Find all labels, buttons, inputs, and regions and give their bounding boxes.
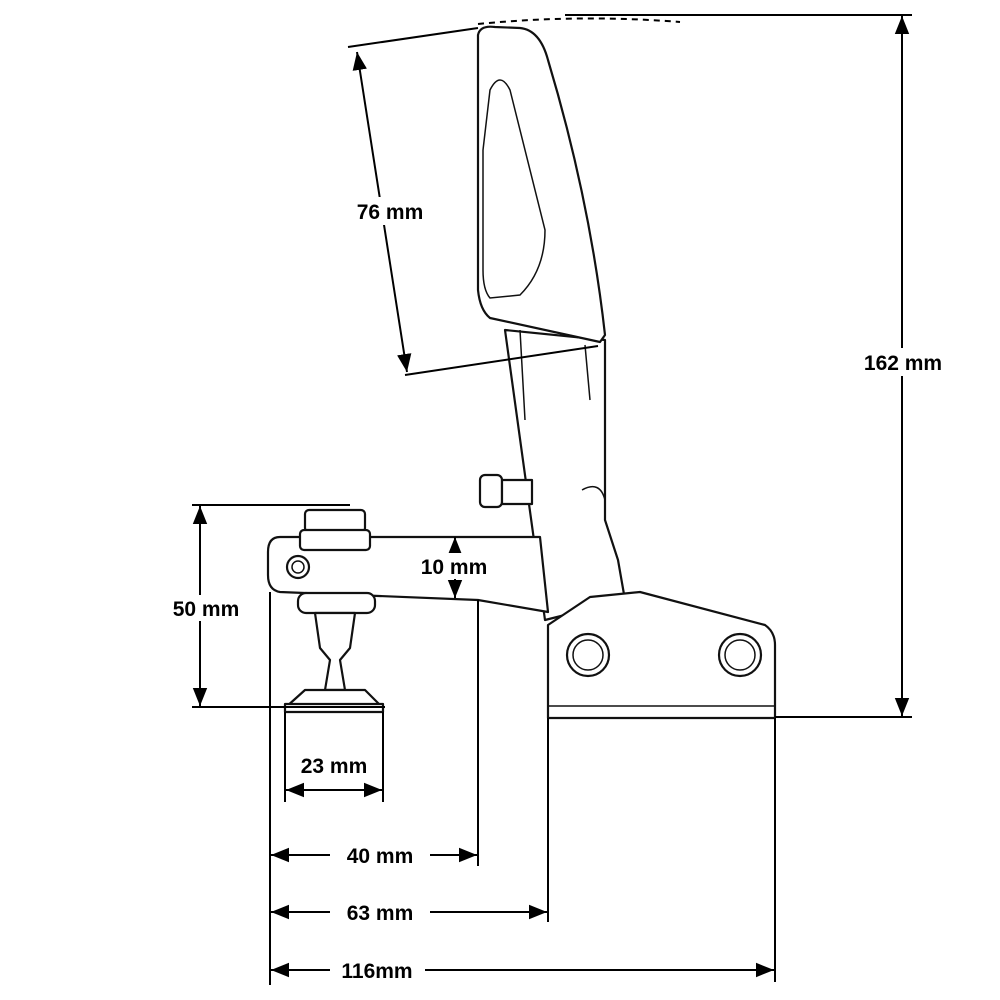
spindle: [313, 611, 357, 692]
adjust-knob: [478, 473, 504, 509]
label-spindle-to-base: 63 mm: [347, 902, 414, 925]
label-total-height: 162 mm: [864, 352, 942, 375]
label-spindle-height: 50 mm: [173, 598, 240, 621]
pivot-hole: [285, 554, 311, 580]
base-plate: [546, 590, 777, 720]
adjust-nut: [500, 478, 534, 506]
label-overall-length: 116mm: [341, 960, 412, 983]
dimension-labels: 76 mm 162 mm 10 mm 50 mm 23 mm 40 mm 63 …: [160, 197, 954, 983]
clamp-body: [266, 25, 777, 720]
label-pad-diameter: 23 mm: [301, 755, 368, 778]
spindle-nut: [303, 508, 367, 534]
label-handle-length: 76 mm: [357, 201, 424, 224]
handle: [476, 25, 607, 344]
spindle-cap: [296, 591, 377, 615]
label-arm-thickness: 10 mm: [421, 556, 488, 579]
label-arm-reach: 40 mm: [347, 845, 414, 868]
